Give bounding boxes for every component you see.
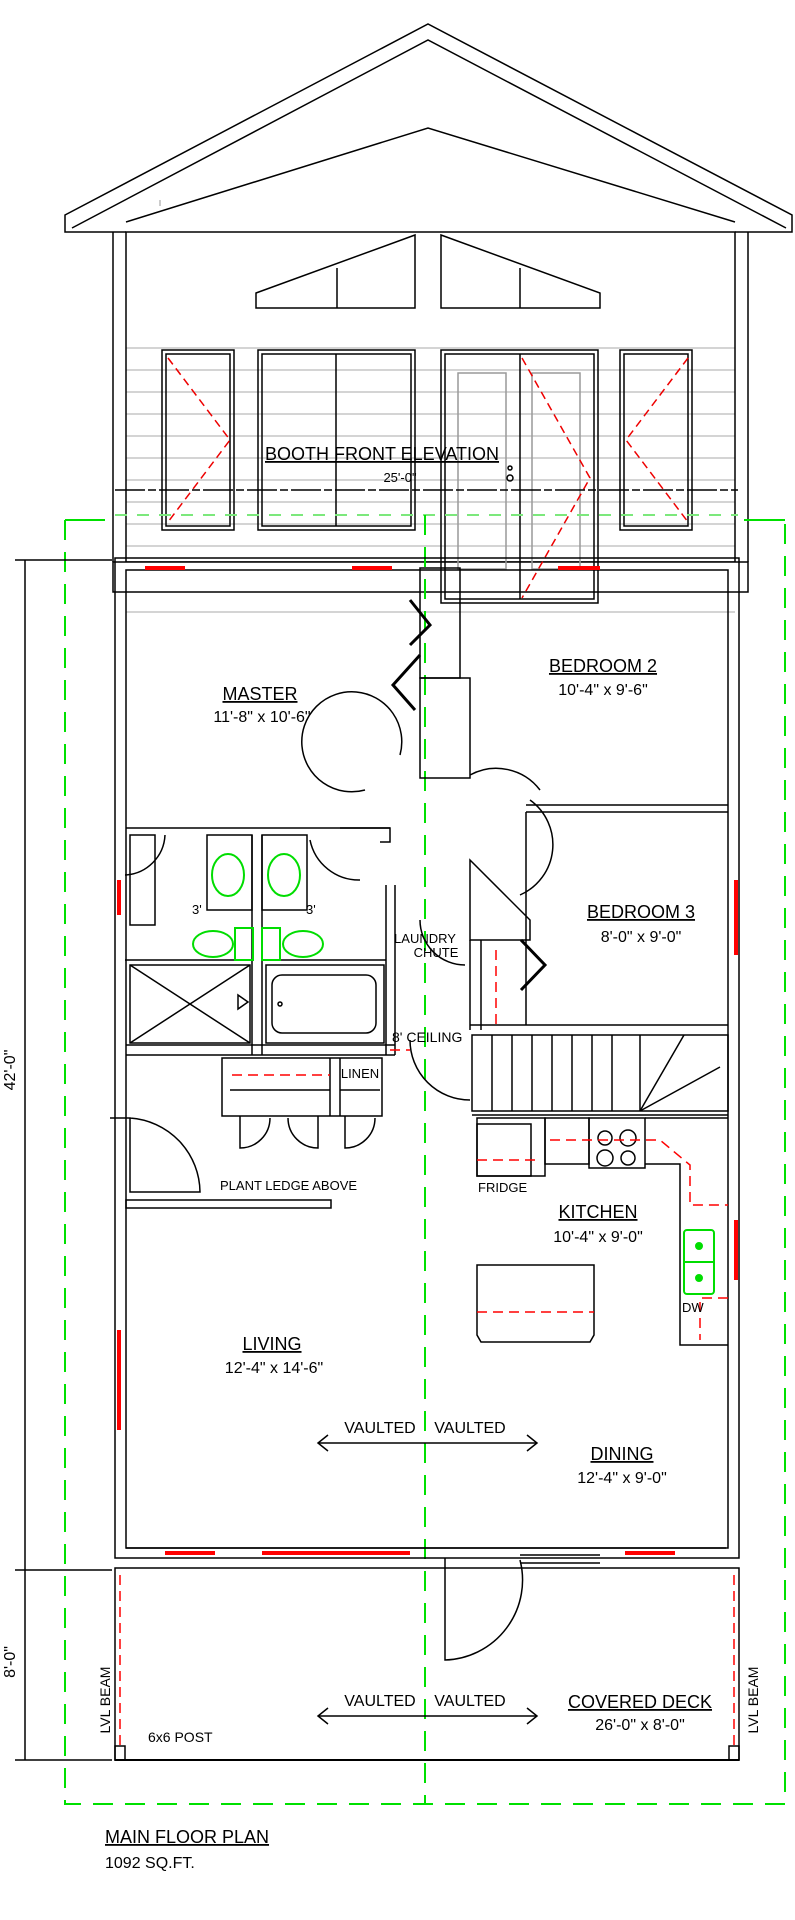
note-vanity-right: 3' xyxy=(306,902,316,917)
room-living-name: LIVING xyxy=(242,1334,301,1354)
toilet-right xyxy=(282,930,324,958)
note-vaulted-right: VAULTED xyxy=(434,1420,505,1437)
note-lvl-beam-left: LVL BEAM xyxy=(97,1667,113,1734)
room-kitchen-name: KITCHEN xyxy=(558,1202,637,1222)
note-dw: DW xyxy=(682,1300,704,1315)
room-master-name: MASTER xyxy=(222,684,297,704)
vaulted-arrow-deck xyxy=(316,1707,539,1725)
plan-windows xyxy=(117,566,738,1555)
dashed-overhead-lines xyxy=(119,950,735,1745)
room-kitchen-size: 10'-4" x 9'-0" xyxy=(553,1229,643,1246)
dim-deck-depth: 8'-0" xyxy=(2,1646,19,1678)
note-laundry-1: LAUNDRY xyxy=(394,931,456,946)
note-vaulted-left: VAULTED xyxy=(344,1420,415,1437)
note-fridge: FRIDGE xyxy=(478,1180,527,1195)
window-center xyxy=(257,349,416,531)
note-ceiling: 8' CEILING xyxy=(392,1029,462,1045)
plan-title: MAIN FLOOR PLAN xyxy=(105,1827,269,1847)
vaulted-arrow-main xyxy=(316,1434,539,1452)
dim-house-depth: 42'-0" xyxy=(2,1050,19,1091)
sink-right xyxy=(267,853,301,897)
plan-area: 1092 SQ.FT. xyxy=(105,1855,195,1872)
note-laundry-2: CHUTE xyxy=(414,945,459,960)
transom-left xyxy=(255,233,416,309)
room-bedroom3-name: BEDROOM 3 xyxy=(587,902,695,922)
room-bedroom3-size: 8'-0" x 9'-0" xyxy=(601,929,682,946)
patio-door xyxy=(440,349,599,604)
note-deck-vaulted-left: VAULTED xyxy=(344,1693,415,1710)
elevation-title: BOOTH FRONT ELEVATION xyxy=(265,444,499,464)
note-post: 6x6 POST xyxy=(148,1729,213,1745)
elevation-width-dim: 25'-0" xyxy=(383,470,417,485)
note-lvl-beam-right: LVL BEAM xyxy=(745,1667,761,1734)
sink-left xyxy=(211,853,245,897)
room-dining-name: DINING xyxy=(591,1444,654,1464)
roof-outline-centerlines xyxy=(64,514,786,1805)
window-left xyxy=(161,349,235,531)
room-bedroom2-size: 10'-4" x 9'-6" xyxy=(558,682,648,699)
transom-right xyxy=(440,233,601,309)
room-deck-name: COVERED DECK xyxy=(568,1692,712,1712)
note-vanity-left: 3' xyxy=(192,902,202,917)
floor-plan-walls xyxy=(110,557,740,1761)
dimension-lines xyxy=(15,559,112,1761)
note-plant-ledge: PLANT LEDGE ABOVE xyxy=(220,1178,357,1193)
room-living-size: 12'-4" x 14'-6" xyxy=(225,1360,323,1377)
note-linen: LINEN xyxy=(341,1066,379,1081)
foundation xyxy=(112,561,749,593)
plumbing-fixtures xyxy=(192,853,715,1295)
room-master-size: 11'-8" x 10'-6" xyxy=(213,709,310,726)
room-bedroom2-name: BEDROOM 2 xyxy=(549,656,657,676)
window-right xyxy=(619,349,693,531)
room-deck-size: 26'-0" x 8'-0" xyxy=(595,1717,685,1734)
front-elevation xyxy=(64,23,793,613)
toilet-left xyxy=(192,930,234,958)
note-deck-vaulted-right: VAULTED xyxy=(434,1693,505,1710)
room-dining-size: 12'-4" x 9'-0" xyxy=(577,1470,667,1487)
